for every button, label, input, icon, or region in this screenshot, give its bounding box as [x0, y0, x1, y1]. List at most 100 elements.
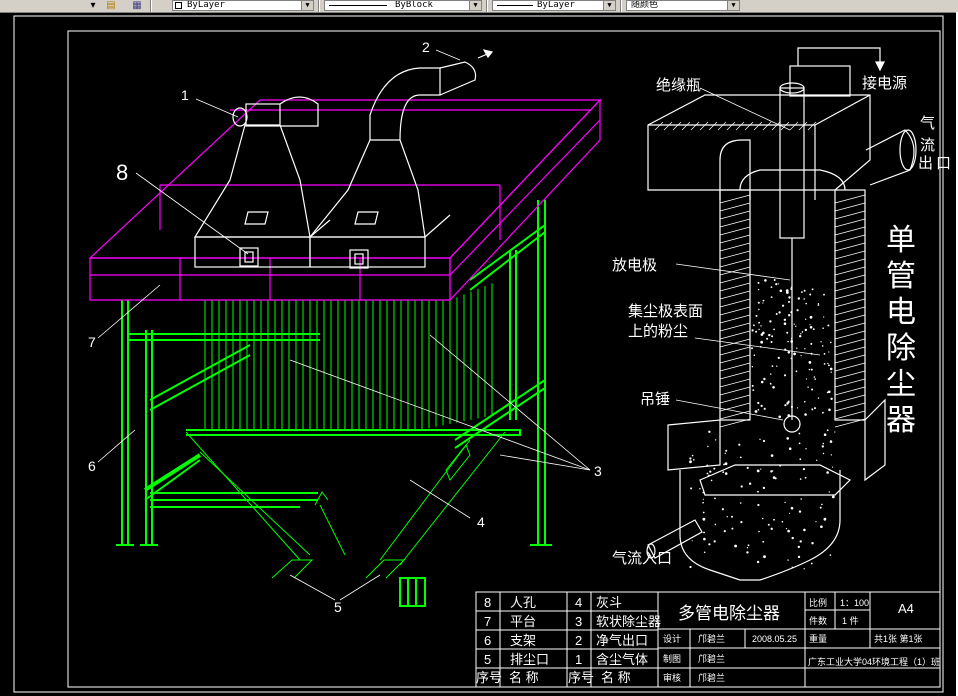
- leader-line: [499, 454, 591, 471]
- platform-rail: [449, 119, 601, 276]
- hatch-line: [699, 121, 709, 131]
- dust-dot: [753, 354, 756, 357]
- dust-dot: [771, 335, 774, 338]
- lineweight-select[interactable]: ByLayer ▼: [492, 0, 616, 11]
- dust-dot: [799, 478, 802, 480]
- section-hatching: [654, 121, 866, 428]
- dust-dot: [822, 411, 824, 414]
- tube-wall-right: [834, 189, 866, 421]
- dust-dot: [703, 551, 706, 554]
- dust-dot: [689, 457, 692, 460]
- dust-dot: [762, 302, 764, 304]
- hatch-line: [719, 346, 751, 356]
- title-char: 尘: [886, 368, 916, 401]
- layer-previous-icon[interactable]: ▦: [132, 0, 142, 11]
- dust-dot: [760, 340, 764, 344]
- dust-dot: [722, 471, 725, 474]
- dust-dot: [799, 335, 802, 338]
- dust-dot: [775, 283, 778, 286]
- hatch-line: [719, 370, 751, 380]
- single-tube-section: [646, 47, 917, 581]
- power-label: 接电源: [862, 75, 907, 92]
- color-swatch-icon: [175, 2, 182, 9]
- dust-dot: [707, 474, 710, 477]
- dust-dot: [790, 288, 792, 290]
- plotstyle-select[interactable]: 随颜色 ▼: [626, 0, 740, 11]
- title-block: 多管电除尘器 比例 1：100 件数 1 件 A4 重量 共1张 第1张 设计 …: [663, 597, 940, 683]
- hatch-line: [719, 338, 751, 348]
- hatch-line: [834, 194, 866, 204]
- chevron-down-icon[interactable]: ▼: [301, 1, 313, 10]
- hatch-line: [834, 378, 866, 388]
- housing-edge: [424, 214, 451, 238]
- dust-dot: [829, 440, 833, 443]
- leader-line: [195, 98, 239, 118]
- hatch-line: [834, 330, 866, 340]
- callout-1: 1: [181, 87, 189, 103]
- hatch-line: [834, 410, 866, 420]
- dust-dot: [787, 340, 789, 343]
- dust-dot: [798, 510, 802, 513]
- dust-dot: [819, 506, 822, 509]
- cone-housing-left: [193, 124, 311, 238]
- dust-dot: [725, 449, 728, 452]
- layer-select[interactable]: ByLayer ▼: [172, 0, 314, 11]
- dust-dot: [788, 300, 790, 303]
- terminal-box: [789, 65, 851, 97]
- callout-3: 3: [594, 463, 602, 479]
- hatch-line: [834, 266, 866, 276]
- dust-dot: [798, 442, 801, 445]
- hatch-line: [681, 121, 691, 131]
- dust-dot: [828, 364, 830, 367]
- dust-dot: [707, 445, 709, 448]
- manhole-upper: [244, 211, 269, 225]
- dust-dot: [788, 314, 791, 317]
- dust-dot: [823, 517, 827, 521]
- dust-dot: [706, 472, 709, 475]
- layer-manager-icon[interactable]: ▤: [106, 0, 116, 11]
- linetype-select[interactable]: ByBlock ▼: [324, 0, 482, 11]
- scale-value: 1：100: [840, 598, 869, 608]
- dust-dot: [803, 298, 805, 300]
- dust-dot: [769, 334, 771, 336]
- layer-dropdown-arrow-icon[interactable]: ▾: [90, 0, 96, 11]
- properties-toolbar: ▾ ▤ ▦ ByLayer ▼ ByBlock ▼ ByLayer ▼ 随颜色 …: [0, 0, 958, 13]
- dust-dot: [760, 380, 764, 384]
- dust-dot: [816, 459, 818, 461]
- dust-outlet: [271, 559, 314, 579]
- inlet-opening: [646, 543, 656, 559]
- chevron-down-icon[interactable]: ▼: [469, 1, 481, 10]
- dust-dot: [693, 459, 695, 461]
- part-name: 灰斗: [596, 595, 622, 610]
- chevron-down-icon[interactable]: ▼: [603, 1, 615, 10]
- collector-tubes: [204, 283, 500, 431]
- hanging-weight: [783, 415, 801, 433]
- dust-dot: [782, 304, 785, 307]
- dust-dot: [703, 537, 706, 541]
- dust-dot: [788, 400, 790, 402]
- dust-dot: [777, 283, 780, 285]
- hatch-line: [753, 121, 763, 131]
- hatch-line: [719, 330, 751, 340]
- leader-line: [97, 429, 136, 463]
- hopper-edge: [379, 439, 471, 561]
- dust-dot: [808, 361, 812, 364]
- support-brace: [454, 387, 546, 449]
- drawing-canvas[interactable]: 1 2 3 4 5 6 7 8: [0, 12, 958, 696]
- dust-dot: [779, 464, 782, 467]
- dust-dot: [805, 318, 807, 320]
- dust-dot: [778, 415, 781, 419]
- dust-dot: [799, 458, 802, 461]
- part-name: 平台: [510, 614, 536, 629]
- dust-dot: [813, 376, 816, 378]
- dust-dot: [810, 342, 813, 345]
- dust-dot: [739, 502, 742, 504]
- label-char: 口: [936, 155, 951, 172]
- support-brace: [469, 224, 546, 281]
- dust-dot: [829, 554, 832, 556]
- dust-dot: [802, 468, 806, 471]
- toolbar-separator: [150, 0, 152, 12]
- hatch-line: [719, 226, 751, 236]
- dust-dot: [809, 315, 813, 319]
- chevron-down-icon[interactable]: ▼: [727, 1, 739, 10]
